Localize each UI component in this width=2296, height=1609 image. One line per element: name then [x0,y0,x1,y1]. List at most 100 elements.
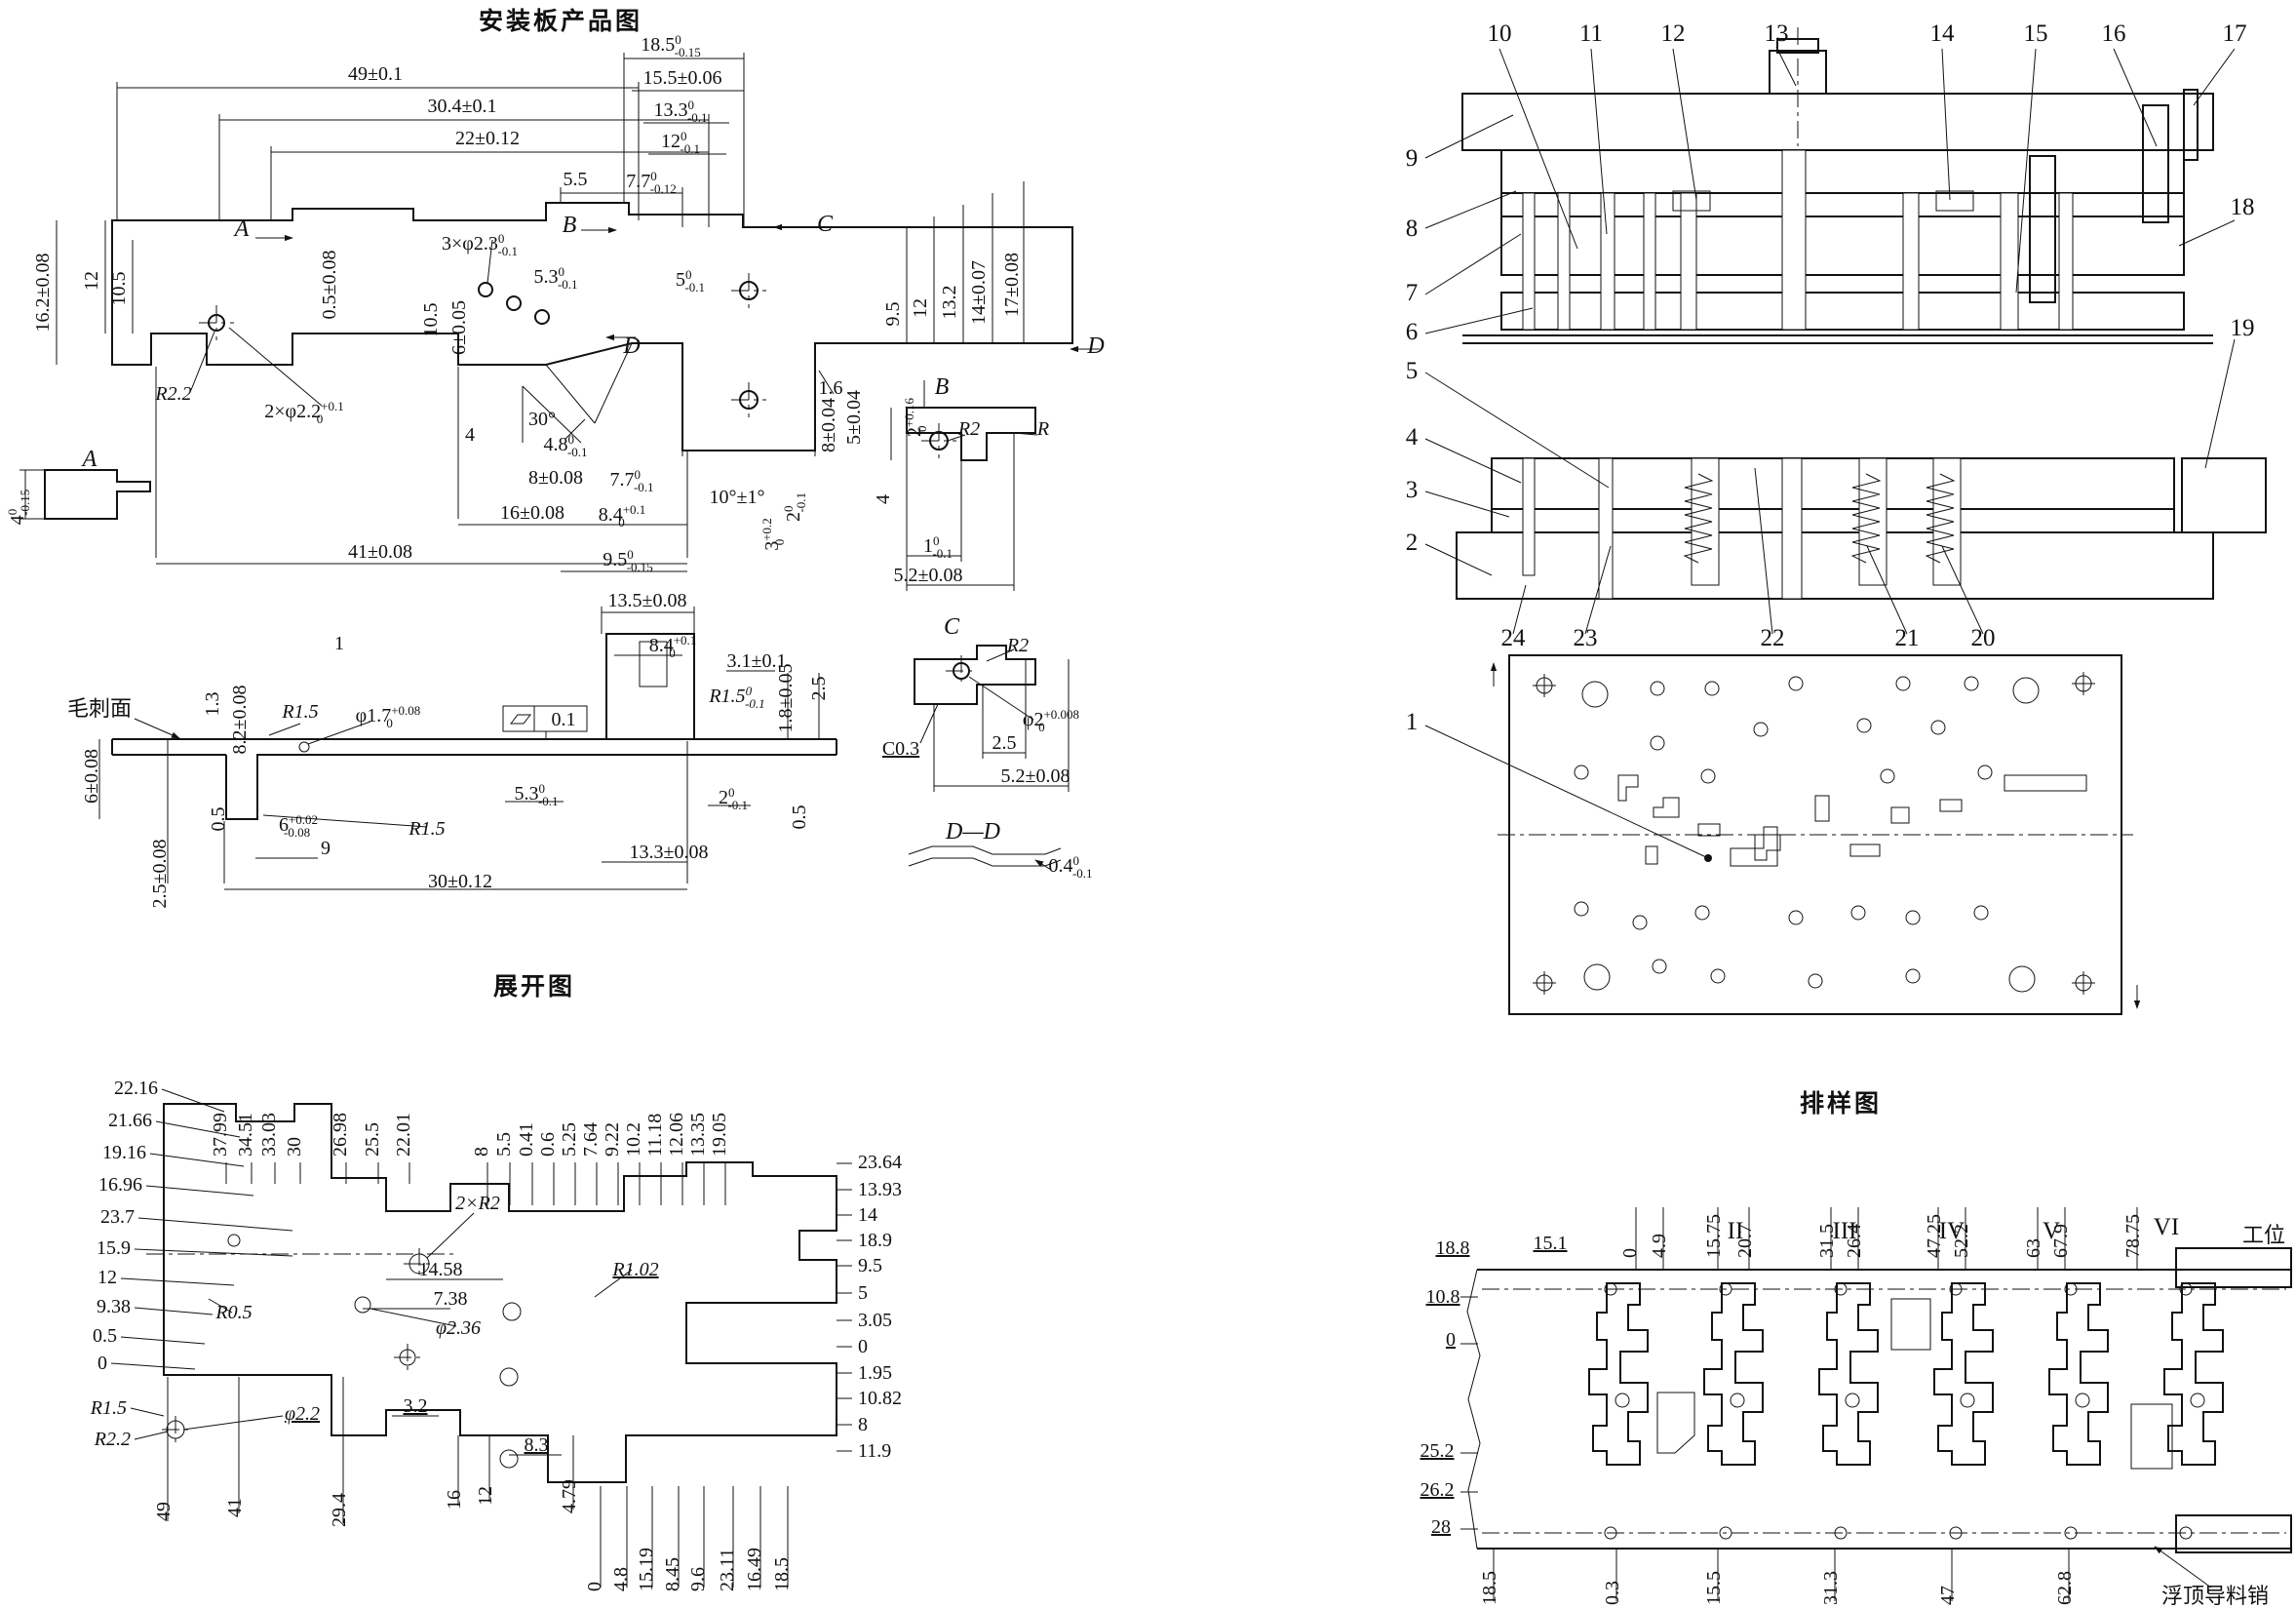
dim-label: 0 [1446,1329,1456,1351]
title-strip-layout: 排样图 [1800,1089,1882,1118]
unfold-outline [163,1103,837,1483]
dim-label: 12 [910,298,931,318]
dim-label: 12 [475,1486,496,1506]
dim-label: 15.5 [1703,1571,1725,1605]
dim-label: C [944,614,960,640]
dim-label: 8.3 [525,1434,549,1456]
dim-label: 18.8 [1436,1237,1470,1259]
dim-label: 18 [2231,194,2255,220]
dim-label: 10.82 [858,1388,902,1409]
dim-label: II [1728,1218,1744,1244]
dim-label: 0.41 [516,1122,537,1157]
dim-label: 22 [1761,625,1785,651]
dim-label: 25.5 [362,1122,383,1157]
dim-label: 14±0.07 [968,260,990,325]
dim-label: 23.7 [100,1206,135,1228]
dim-label: 1.8±0.05 [775,664,797,733]
dim-label: 30±0.12 [428,871,492,892]
die-plate-plan-view [1490,654,2141,1015]
dim-label: 21.66 [108,1110,152,1131]
guide-post [2029,155,2056,303]
dim-label: 34.51 [235,1113,256,1157]
dim-label: 8 [471,1147,492,1157]
dim-label: 18.5 [771,1557,793,1591]
dim-label: 26.2 [1420,1479,1455,1501]
dim-label: R [1036,418,1049,440]
dim-label: B [563,213,577,238]
dim-label: 49±0.1 [348,63,403,85]
dim-label: 9 [321,838,331,859]
strip-layout-panel [1460,1207,2292,1601]
dim-label: A [233,216,250,242]
burr-face-leader [134,718,180,739]
dim-label: 8±0.08 [528,467,583,489]
upper-pad-plate [1500,149,2185,194]
stripper-plate [1500,292,2185,331]
dim-label: 22.01 [393,1113,414,1157]
dim-label: 12 [81,271,102,291]
dim-label: 13.93 [858,1179,902,1200]
dim-label: 63 [2023,1238,2044,1258]
dim-label: 18.5 [1479,1571,1500,1605]
dim-label: 3.05 [858,1310,892,1331]
dim-label: 1.6 [819,377,843,399]
dim-label: 16±0.08 [500,502,564,524]
product-outline [111,202,1073,451]
dim-label: 3+0.20 [759,518,787,551]
dim-label: 4 [873,494,894,504]
dim-label: 2.5±0.08 [149,840,171,909]
dim-label: 9.22 [602,1122,623,1157]
dim-label: R2.2 [154,383,191,405]
dim-label: 4.80-0.1 [543,432,587,459]
dim-label: 2.5 [992,732,1017,754]
dim-label: 14 [1930,20,1956,47]
sheet-strip-lines [1462,334,2213,344]
dim-label: 11 [1579,20,1603,47]
dim-label: 20-0.1 [719,785,748,812]
dim-label: 28 [1431,1516,1451,1538]
lower-backing-plate [1491,508,2175,533]
dim-label: 13.5±0.08 [608,590,687,611]
dim-label: 49 [153,1502,175,1521]
dim-label: 30 [284,1137,305,1157]
dim-label: C0.3 [882,738,919,760]
dim-label: R1.5 [90,1397,127,1419]
station-label: 工位 [2242,1224,2285,1248]
dim-label: D—D [945,819,1000,844]
stop-block-bottom [2175,1514,2292,1553]
dim-label: 5.30-0.1 [514,781,558,808]
dim-label: 40-0.15 [5,490,32,526]
section-b-detail [906,407,1038,591]
flatness-symbol-icon [509,714,532,725]
section-dd-detail [908,845,1062,871]
spring-icon [1683,473,1956,564]
dim-label: 2.5 [808,677,830,701]
dim-label: 5±0.04 [843,390,865,445]
dim-label: 5.5 [564,169,588,190]
dim-label: 23.64 [858,1152,902,1173]
dim-label: 1 [334,633,344,654]
dim-label: 47.25 [1924,1214,1945,1258]
dim-label: 9.5 [882,302,904,327]
dim-label: 41±0.08 [348,541,412,563]
strip-cut-areas [1656,1298,2173,1470]
dim-label: 5.2±0.08 [894,565,963,586]
dim-label: D [1086,334,1104,359]
dim-label: R1.50-0.1 [708,684,764,711]
dim-label: 18.9 [858,1230,892,1251]
dim-label: 18.50-0.15 [641,32,701,59]
dim-label: 13 [1765,20,1789,47]
product-extension-lines [19,53,816,883]
unfold-drawing-panel [110,1088,852,1588]
dim-label: 62.8 [2054,1571,2076,1605]
dim-label: 12 [1661,20,1686,47]
dim-label: 15 [2024,20,2048,47]
dim-label: 31.3 [1820,1571,1842,1605]
dim-label: 37.99 [210,1113,231,1157]
strip-edges [1477,1269,2291,1550]
